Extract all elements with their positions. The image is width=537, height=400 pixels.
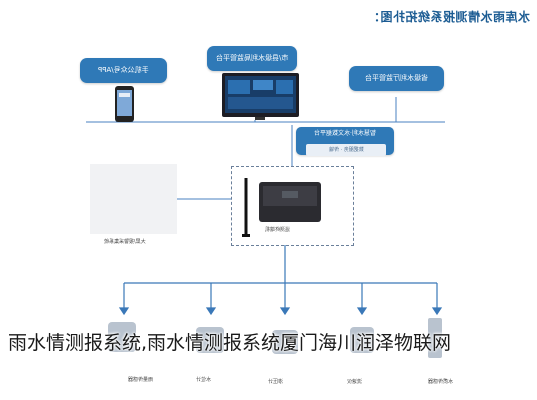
data-platform-subtitle: 数据服务 · 传输	[306, 144, 386, 156]
sensor-label: 水质传感器	[428, 379, 454, 385]
rtu-device-icon	[242, 178, 321, 237]
sensor-label: 流速仪	[347, 379, 363, 385]
sensor-devices	[108, 318, 442, 358]
rtu-dashed-frame	[231, 166, 354, 246]
diagram-title: 水库雨水情测报系统拓扑图：	[367, 10, 530, 24]
sensor-label: 水位计	[196, 377, 212, 383]
rtu-label: 遥测终端机	[265, 227, 291, 233]
sensor-group-box	[90, 164, 177, 234]
phone-icon	[115, 86, 134, 122]
sensor-label: 雨量传感器	[128, 377, 154, 383]
province-platform-node: 省级水利厅监管平台	[349, 66, 444, 91]
caption-overlay: 雨水情测报系统,雨水情测报系统厦门海川润泽物联网	[8, 332, 452, 354]
monitor-icon	[222, 73, 299, 120]
sensor-branches	[118, 283, 443, 316]
app-node: 手机公众号/APP	[80, 58, 167, 83]
city-platform-node: 市/县级水利局监管平台	[207, 46, 297, 71]
sensor-label: 渗压计	[268, 379, 284, 385]
sensor-group-label: 大屏/报警采集系统	[104, 239, 146, 245]
